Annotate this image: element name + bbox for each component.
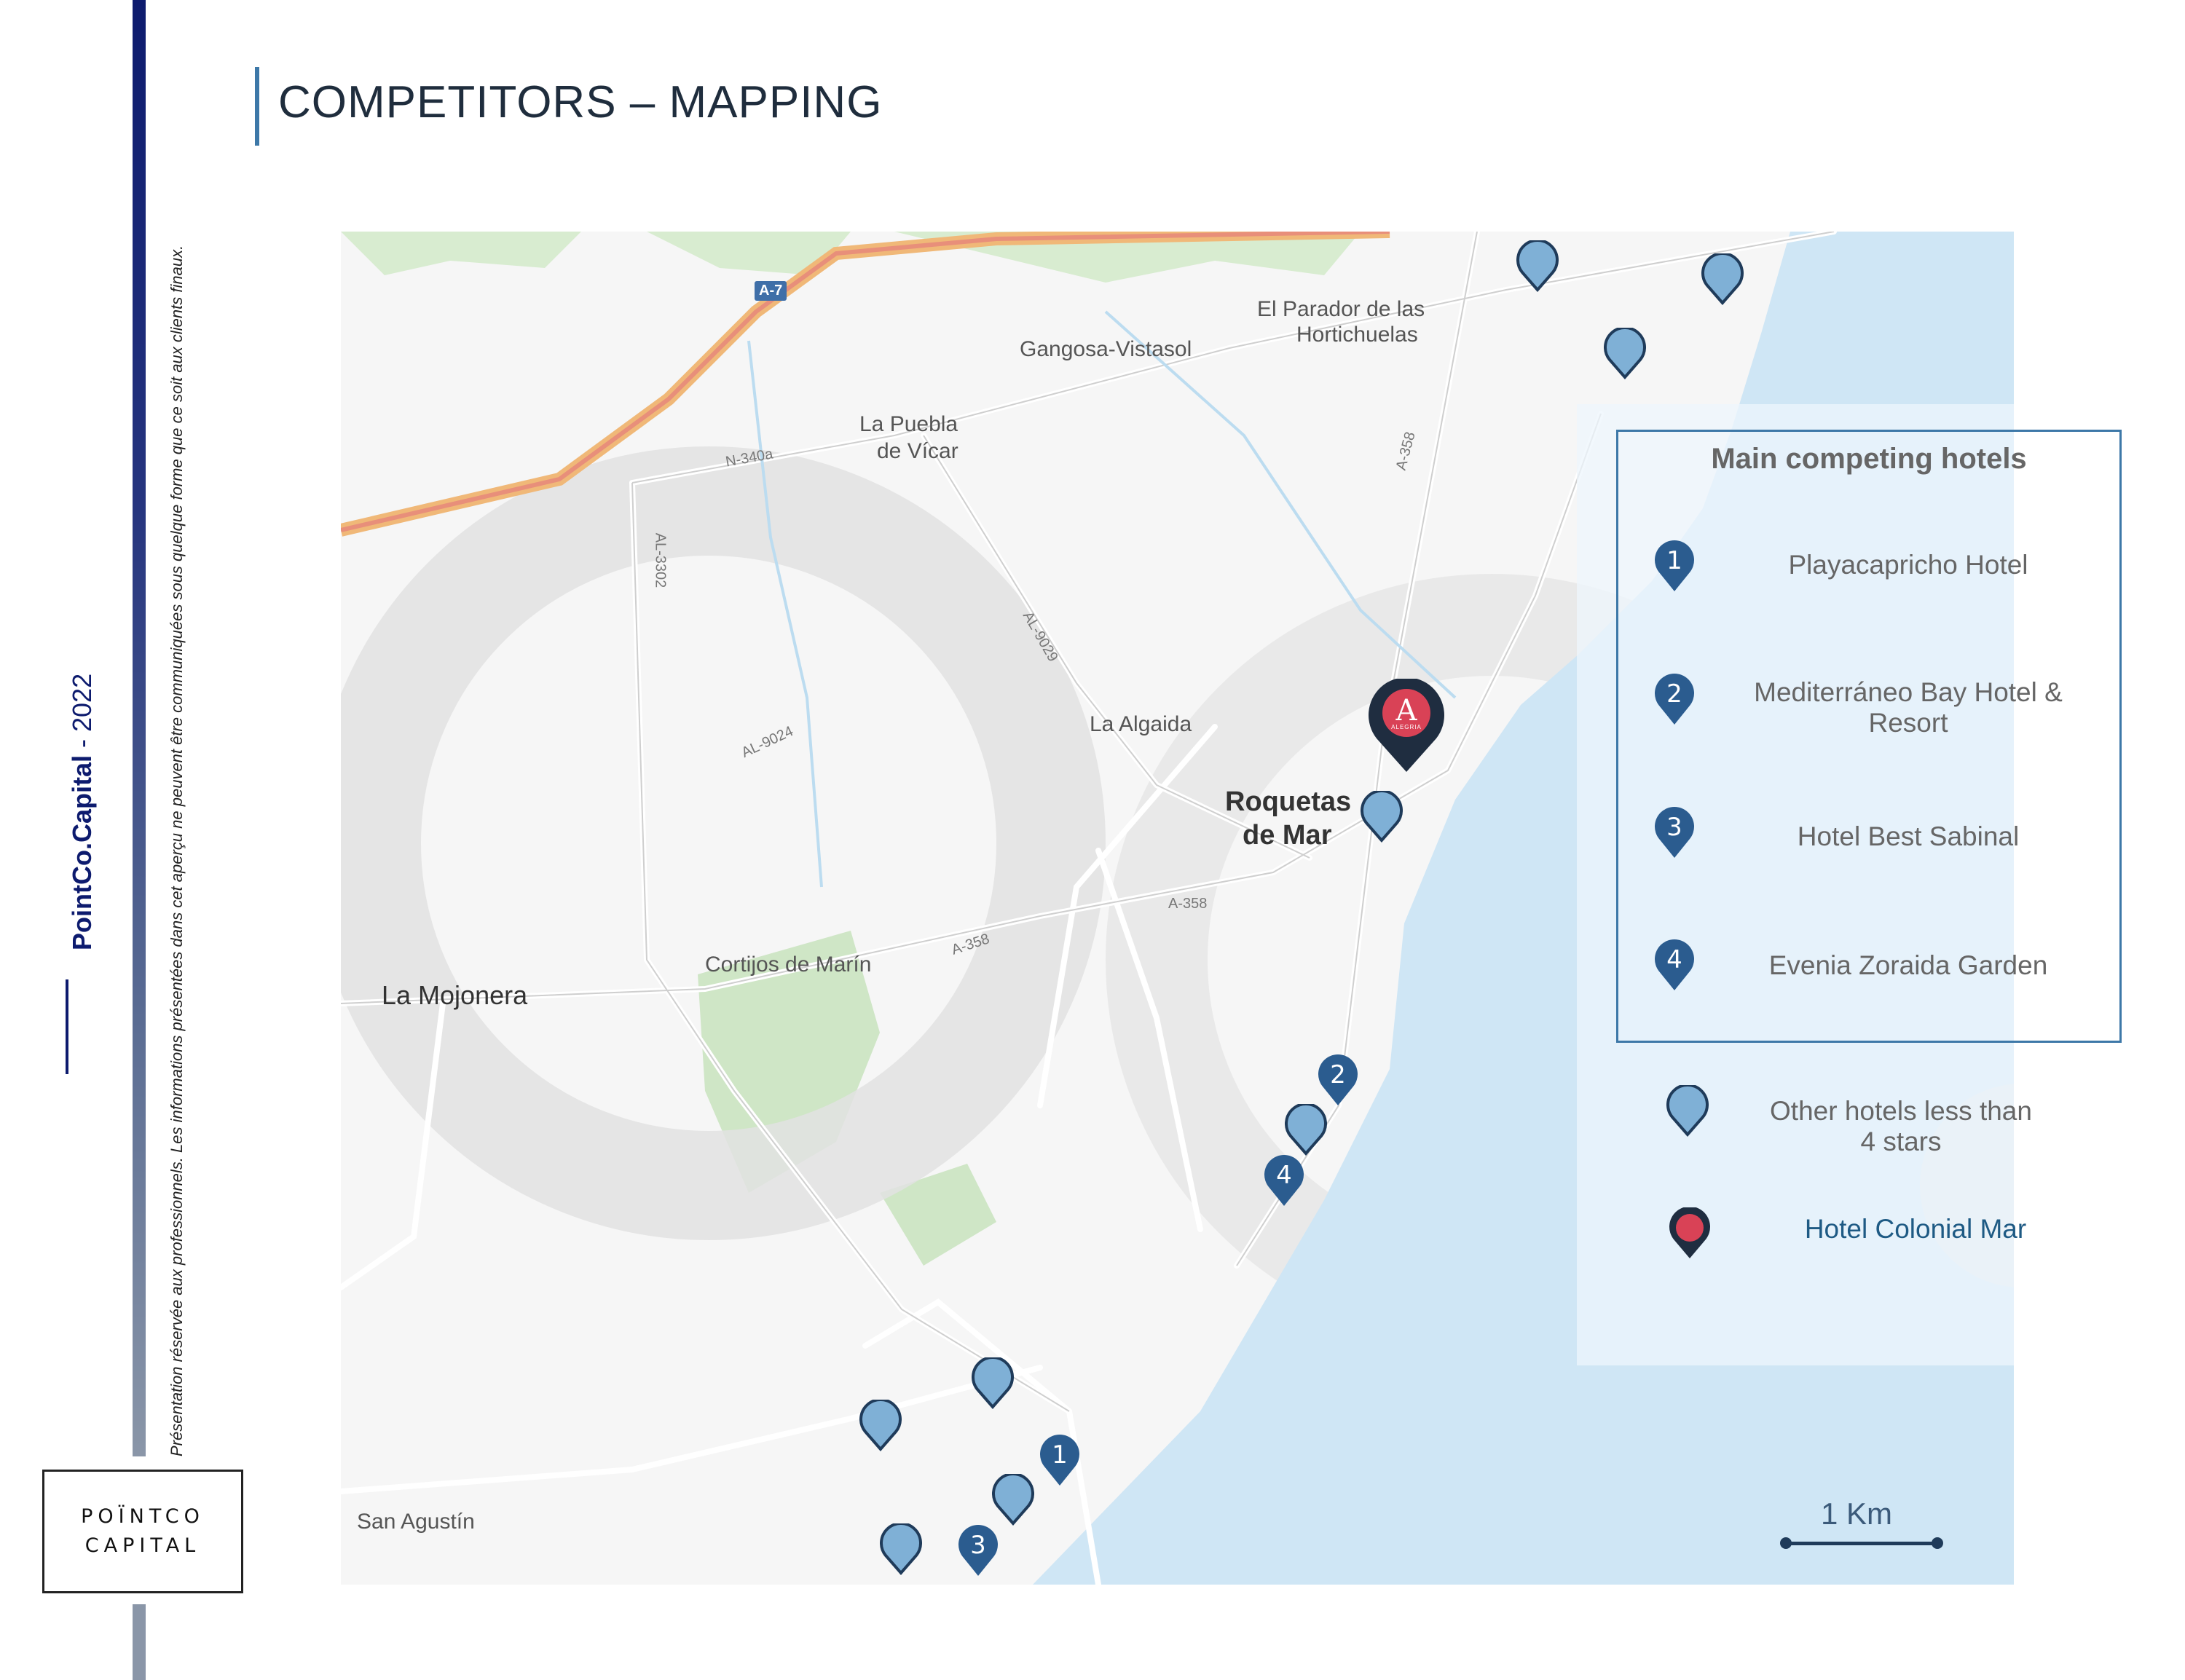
pin-icon bbox=[1361, 791, 1403, 843]
road-al3302: AL-3302 bbox=[652, 532, 669, 588]
logo-line-1: POÏNTCO bbox=[81, 1505, 205, 1528]
place-gangosa: Gangosa-Vistasol bbox=[1020, 337, 1192, 361]
pin-icon bbox=[1666, 1085, 1709, 1137]
other-hotel-pin[interactable] bbox=[972, 1357, 1014, 1410]
pin-icon bbox=[1318, 1054, 1358, 1105]
road-a358-east: A-358 bbox=[1168, 896, 1208, 912]
legend-colonial-label: Hotel Colonial Mar bbox=[1804, 1214, 2027, 1244]
pin-icon bbox=[958, 1525, 998, 1576]
pin-icon bbox=[1655, 939, 1694, 990]
colonial-pin-letter: A bbox=[1382, 689, 1430, 737]
legend-colonial-pin bbox=[1668, 1207, 1712, 1260]
brand-year: 2022 bbox=[67, 673, 97, 732]
place-roquetas-2: de Mar bbox=[1243, 820, 1332, 851]
disclaimer-text: Présentation réservée aux professionnels… bbox=[168, 245, 186, 1456]
place-puebla: La Puebla bbox=[859, 412, 958, 436]
place-mojonera: La Mojonera bbox=[382, 980, 528, 1010]
pin-icon bbox=[1285, 1104, 1327, 1156]
pin-icon bbox=[972, 1357, 1014, 1410]
pin-number: 1 bbox=[1052, 1440, 1068, 1470]
title-accent-bar bbox=[255, 67, 259, 146]
legend-pin-4: 4 bbox=[1653, 939, 1696, 992]
place-roquetas: Roquetas bbox=[1225, 786, 1352, 817]
legend-pin-number: 4 bbox=[1666, 945, 1682, 974]
other-hotel-pin[interactable] bbox=[880, 1523, 922, 1576]
other-hotel-pin[interactable] bbox=[1285, 1104, 1327, 1156]
pin-icon bbox=[1655, 807, 1694, 858]
sidebar-bar bbox=[133, 0, 146, 1456]
competitor-pin-4[interactable]: 4 bbox=[1263, 1155, 1305, 1207]
pin-icon bbox=[1040, 1435, 1079, 1486]
scale-bar-start bbox=[1780, 1537, 1792, 1549]
colonial-pin-brand: ALEGRIA bbox=[1391, 724, 1422, 730]
pin-icon bbox=[992, 1474, 1034, 1526]
pin-icon bbox=[1604, 328, 1646, 380]
brand-divider bbox=[66, 979, 68, 1074]
competitor-pin-1[interactable]: 1 bbox=[1039, 1435, 1081, 1487]
other-hotel-pin[interactable] bbox=[859, 1400, 902, 1452]
other-hotel-pin[interactable] bbox=[1361, 791, 1403, 843]
legend-pin-number: 2 bbox=[1666, 679, 1682, 709]
legend-box bbox=[1616, 430, 2122, 1043]
pin-icon bbox=[880, 1523, 922, 1576]
legend-title: Main competing hotels bbox=[1711, 443, 2027, 475]
scale-bar bbox=[1786, 1542, 1937, 1545]
company-logo: POÏNTCO CAPITAL bbox=[42, 1470, 243, 1593]
place-parador: El Parador de las bbox=[1257, 297, 1425, 321]
place-parador-2: Hortichuelas bbox=[1296, 323, 1418, 347]
place-cortijos: Cortijos de Marín bbox=[705, 953, 872, 977]
other-hotel-pin[interactable] bbox=[992, 1474, 1034, 1526]
colonial-mar-pin[interactable]: A ALEGRIA bbox=[1366, 679, 1446, 773]
legend-pin-2: 2 bbox=[1653, 674, 1696, 726]
place-algaida: La Algaida bbox=[1090, 712, 1192, 736]
pin-number: 3 bbox=[970, 1531, 986, 1560]
competitor-pin-3[interactable]: 3 bbox=[957, 1525, 999, 1577]
legend-label-1: Playacapricho Hotel bbox=[1788, 550, 2028, 580]
pin-number: 4 bbox=[1276, 1161, 1292, 1190]
legend-label-4: Evenia Zoraida Garden bbox=[1768, 950, 2048, 980]
legend-pin-1: 1 bbox=[1653, 540, 1696, 593]
pin-icon bbox=[1701, 253, 1744, 306]
other-hotel-pin[interactable] bbox=[1516, 240, 1559, 293]
pin-icon bbox=[1264, 1155, 1304, 1206]
pin-number: 2 bbox=[1330, 1060, 1346, 1089]
competitor-pin-2[interactable]: 2 bbox=[1317, 1054, 1359, 1107]
logo-line-2: CAPITAL bbox=[84, 1534, 201, 1557]
place-san-agustin: San Agustín bbox=[357, 1510, 475, 1534]
brand-name: PointCo.Capital bbox=[67, 755, 97, 950]
legend-label-3: Hotel Best Sabinal bbox=[1797, 821, 2020, 851]
pin-icon bbox=[859, 1400, 902, 1452]
scale-label: 1 Km bbox=[1821, 1496, 1893, 1531]
pin-icon bbox=[1655, 674, 1694, 725]
legend-pin-number: 1 bbox=[1666, 546, 1682, 575]
legend-label-2: Mediterráneo Bay Hotel & Resort bbox=[1754, 677, 2063, 738]
legend-other-pin bbox=[1666, 1085, 1709, 1137]
other-hotel-pin[interactable] bbox=[1604, 328, 1646, 380]
other-hotel-pin[interactable] bbox=[1701, 253, 1744, 306]
legend-panel bbox=[1577, 404, 2014, 1365]
colonial-pin-icon bbox=[1669, 1207, 1710, 1258]
sidebar-bar-bottom bbox=[133, 1604, 146, 1680]
road-a7: A-7 bbox=[755, 281, 787, 301]
page-title: COMPETITORS – MAPPING bbox=[278, 77, 883, 127]
pin-icon bbox=[1655, 540, 1694, 591]
legend-pin-3: 3 bbox=[1653, 807, 1696, 859]
pin-icon bbox=[1516, 240, 1559, 293]
brand-label: PointCo.Capital - 2022 bbox=[67, 674, 98, 950]
scale-bar-end bbox=[1932, 1537, 1943, 1549]
legend-pin-number: 3 bbox=[1666, 813, 1682, 842]
place-puebla-2: de Vícar bbox=[877, 439, 958, 463]
brand-separator: - bbox=[67, 732, 97, 755]
legend-other-label: Other hotels less than 4 stars bbox=[1770, 1096, 2032, 1156]
